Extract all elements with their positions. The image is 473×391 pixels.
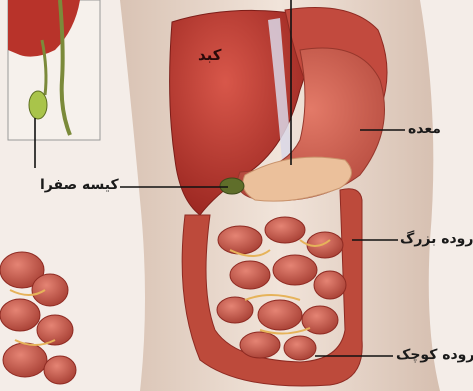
label-stomach: معده — [408, 122, 441, 136]
label-liver: کبد — [198, 48, 222, 63]
label-small-intestine: روده کوچک — [396, 348, 473, 362]
label-gallbladder: کیسه صفرا — [40, 178, 119, 192]
gallbladder — [220, 178, 244, 194]
gallbladder-inset — [8, 0, 100, 140]
label-large-intestine: روده بزرگ — [400, 232, 473, 246]
